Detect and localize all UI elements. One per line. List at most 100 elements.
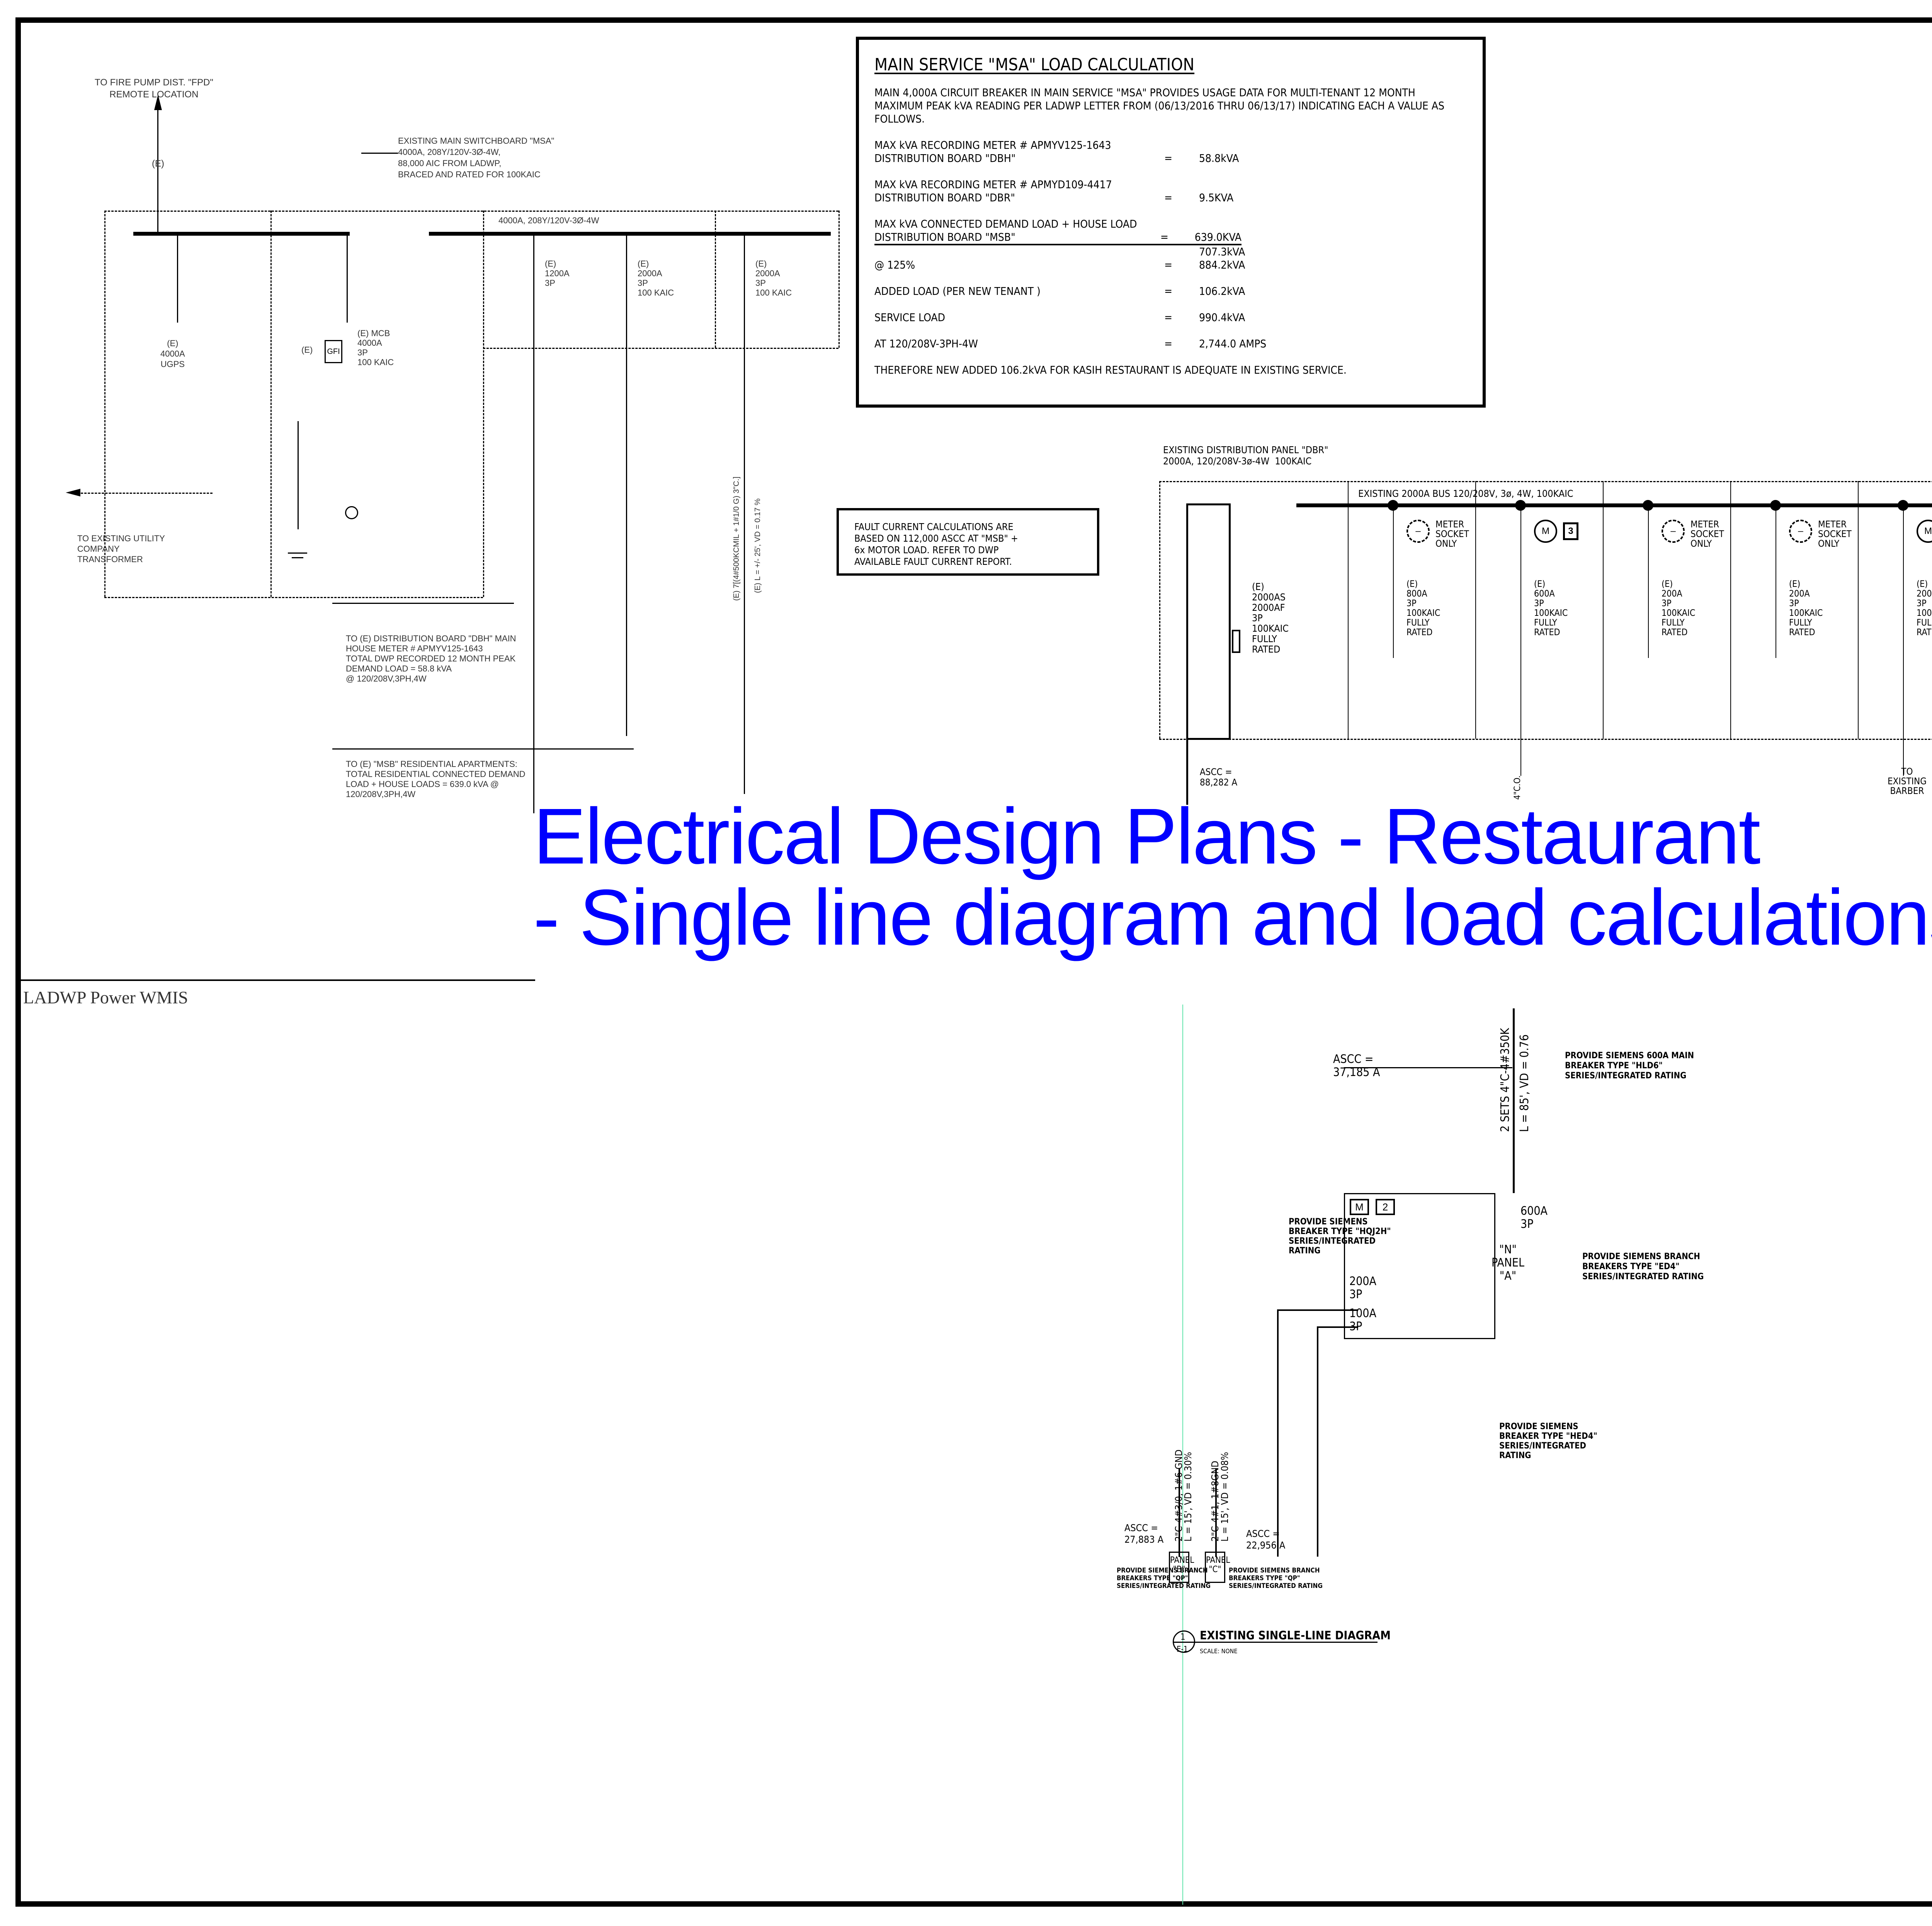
- main-breaker-note: PROVIDE SIEMENS 600A MAIN BREAKER TYPE "…: [1565, 1051, 1694, 1081]
- panel-b-feeder-vd: L = 15', VD = 0.30%: [1182, 1452, 1194, 1542]
- panel-c-box: PANEL "C": [1205, 1552, 1230, 1583]
- main-bus-left: [133, 232, 350, 236]
- calc-label: DISTRIBUTION BOARD "DBR": [874, 191, 1015, 204]
- feeder-voltage-drop-label: (E) L = +/- 25', VD = 0.17 %: [753, 498, 762, 593]
- section-divider: [1348, 481, 1349, 739]
- title-underline: [1173, 1642, 1378, 1643]
- calc-value: 884.2kVA: [1199, 258, 1245, 271]
- meter-badge-icon: M: [1350, 1199, 1369, 1215]
- meter-socket-icon: –: [1789, 520, 1812, 543]
- msa-calc-row: MAX kVA RECORDING METER # APMYV125-1643 …: [874, 139, 1467, 165]
- calc-label: @ 125%: [874, 258, 915, 271]
- section-divider: [270, 211, 272, 597]
- fire-pump-label: TO FIRE PUMP DIST. "FPD" REMOTE LOCATION: [95, 77, 213, 100]
- branch-feeder: [1520, 505, 1521, 776]
- dbr-main-switch-label: (E) 2000AS 2000AF 3P 100KAIC FULLY RATED: [1252, 581, 1289, 655]
- panel-c-feeder-vd: L = 15', VD = 0.08%: [1219, 1452, 1230, 1542]
- panel-b-feeder: [1277, 1309, 1358, 1311]
- calc-value: 2,744.0 AMPS: [1199, 337, 1267, 350]
- dbr-bus: [1296, 503, 1932, 507]
- hqj2h-breaker-note: PROVIDE SIEMENS BREAKER TYPE "HQJ2H" SER…: [1289, 1217, 1391, 1256]
- distribution-section-bottom: [483, 348, 838, 349]
- fault-current-note: FAULT CURRENT CALCULATIONS ARE BASED ON …: [837, 508, 1099, 576]
- overlay-title-line-1: Electrical Design Plans - Restaurant: [533, 792, 1760, 881]
- breaker-label: (E) 600A 3P 100KAIC FULLY RATED: [1534, 579, 1568, 637]
- branch-breaker-100a-label: 100A 3P: [1349, 1307, 1376, 1333]
- msa-calc-row: MAX kVA CONNECTED DEMAND LOAD + HOUSE LO…: [874, 218, 1467, 245]
- section-divider: [1730, 481, 1731, 739]
- calc-value: 9.5KVA: [1199, 191, 1234, 204]
- msa-calc-intro: MAIN 4,000A CIRCUIT BREAKER IN MAIN SERV…: [874, 86, 1445, 125]
- gfi-relay-box: GFI: [325, 340, 342, 363]
- arrow-up-icon: [154, 95, 162, 110]
- calc-value: 106.2kVA: [1199, 285, 1245, 297]
- calc-equals: =: [1164, 285, 1173, 297]
- panel-c-feeder: [1317, 1326, 1358, 1328]
- feeder-1200a: [533, 234, 534, 813]
- key-note-3-badge-icon: 3: [1563, 522, 1578, 540]
- bus-tap: [1898, 500, 1908, 511]
- breaker-label: (E) 200A 3P 100KAIC FULLY RATED: [1917, 579, 1932, 637]
- ground-conductor: [298, 421, 299, 529]
- viewport-guide-line: [1182, 1005, 1183, 1905]
- ugps-label: (E) 4000A UGPS: [160, 338, 185, 369]
- msa-calc-title: MAIN SERVICE "MSA" LOAD CALCULATION: [874, 55, 1195, 75]
- diagram-scale: SCALE: NONE: [1200, 1647, 1238, 1655]
- existing-tag: (E): [301, 345, 313, 355]
- panel-a-box: [1344, 1193, 1495, 1339]
- ground-icon: [292, 557, 303, 558]
- utility-transformer-label: TO EXISTING UTILITY COMPANY TRANSFORMER: [77, 534, 165, 564]
- branch-breaker-200a-label: 200A 3P: [1349, 1275, 1376, 1301]
- panel-b-qp-note: PROVIDE SIEMENS BRANCH BREAKERS TYPE "QP…: [1117, 1567, 1211, 1590]
- main-switch-loop: [1186, 503, 1225, 505]
- calc-equals: =: [1164, 311, 1173, 324]
- branch-feeder: [1393, 505, 1394, 658]
- section-divider: [715, 211, 716, 348]
- panel-a-label: "N" PANEL "A": [1492, 1243, 1525, 1283]
- switchboard-note: EXISTING MAIN SWITCHBOARD "MSA" 4000A, 2…: [398, 136, 554, 179]
- calc-value: 58.8kVA: [1199, 152, 1239, 165]
- panel-a-feeder-vd: L = 85', VD = 0.76: [1518, 1034, 1531, 1132]
- ascc-dbr-label: ASCC = 88,282 A: [1200, 767, 1238, 788]
- meter-socket-label: METER SOCKET ONLY: [1435, 519, 1469, 549]
- panel-a-feeder: [1513, 1008, 1515, 1193]
- ascc-panel-a-label: ASCC = 37,185 A: [1333, 1052, 1380, 1079]
- switchboard-enclosure-bottom: [104, 597, 483, 598]
- dbr-bus-label: EXISTING 2000A BUS 120/208V, 3ø, 4W, 100…: [1358, 488, 1573, 499]
- calc-label: MAX kVA RECORDING METER # APMYD109-4417: [874, 178, 1112, 191]
- msb-feeder-note: TO (E) "MSB" RESIDENTIAL APARTMENTS: TOT…: [346, 759, 526, 799]
- breaker-label: (E) 800A 3P 100KAIC FULLY RATED: [1406, 579, 1440, 637]
- hed4-breaker-note: PROVIDE SIEMENS BREAKER TYPE "HED4" SERI…: [1499, 1422, 1597, 1460]
- msa-calc-conclusion: THEREFORE NEW ADDED 106.2kVA FOR KASIH R…: [874, 364, 1347, 376]
- dbr-enclosure-top: [1159, 481, 1932, 482]
- panel-b-box: PANEL "B": [1169, 1552, 1194, 1583]
- calc-label: SERVICE LOAD: [874, 311, 946, 324]
- leader-line: [361, 153, 398, 154]
- msa-load-calculation-box: MAIN SERVICE "MSA" LOAD CALCULATION MAIN…: [856, 37, 1486, 408]
- calc-value: 639.0KVA: [1194, 231, 1242, 243]
- meter-socket-icon: –: [1662, 520, 1685, 543]
- dbr-enclosure-bottom: [1159, 739, 1932, 740]
- meter-socket-label: METER SOCKET ONLY: [1818, 519, 1852, 549]
- section-divider: [483, 211, 484, 597]
- calc-equals: =: [1164, 258, 1173, 271]
- calc-value: 990.4kVA: [1199, 311, 1245, 324]
- msa-calc-row: MAX kVA RECORDING METER # APMYD109-4417 …: [874, 178, 1467, 204]
- ascc-panel-b-label: ASCC = 27,883 A: [1124, 1522, 1164, 1545]
- bus-tap: [1515, 500, 1526, 511]
- bus-tap: [1770, 500, 1781, 511]
- calc-label: ADDED LOAD (PER NEW TENANT ): [874, 285, 1041, 297]
- main-circuit-breaker-label: (E) MCB 4000A 3P 100 KAIC: [357, 328, 394, 367]
- arrow-left-icon: [66, 489, 80, 496]
- meter-socket-label: METER SOCKET ONLY: [1690, 519, 1724, 549]
- dbh-feeder: [332, 603, 514, 604]
- bus-tap: [1643, 500, 1653, 511]
- calc-subtotal: 707.3kVA: [1199, 245, 1245, 258]
- feeder-conductor-label: (E) 7[(4#500KCMIL + 1#1/0 G) 3"C.]: [732, 476, 741, 601]
- ascc-panel-c-label: ASCC = 22,956 A: [1246, 1528, 1286, 1551]
- section-divider: [1858, 481, 1859, 739]
- panel-c-feeder: [1317, 1326, 1318, 1557]
- ladwp-label: LADWP Power WMIS: [23, 988, 188, 1007]
- breaker-label: (E) 200A 3P 100KAIC FULLY RATED: [1662, 579, 1696, 637]
- calc-equals: =: [1164, 337, 1173, 350]
